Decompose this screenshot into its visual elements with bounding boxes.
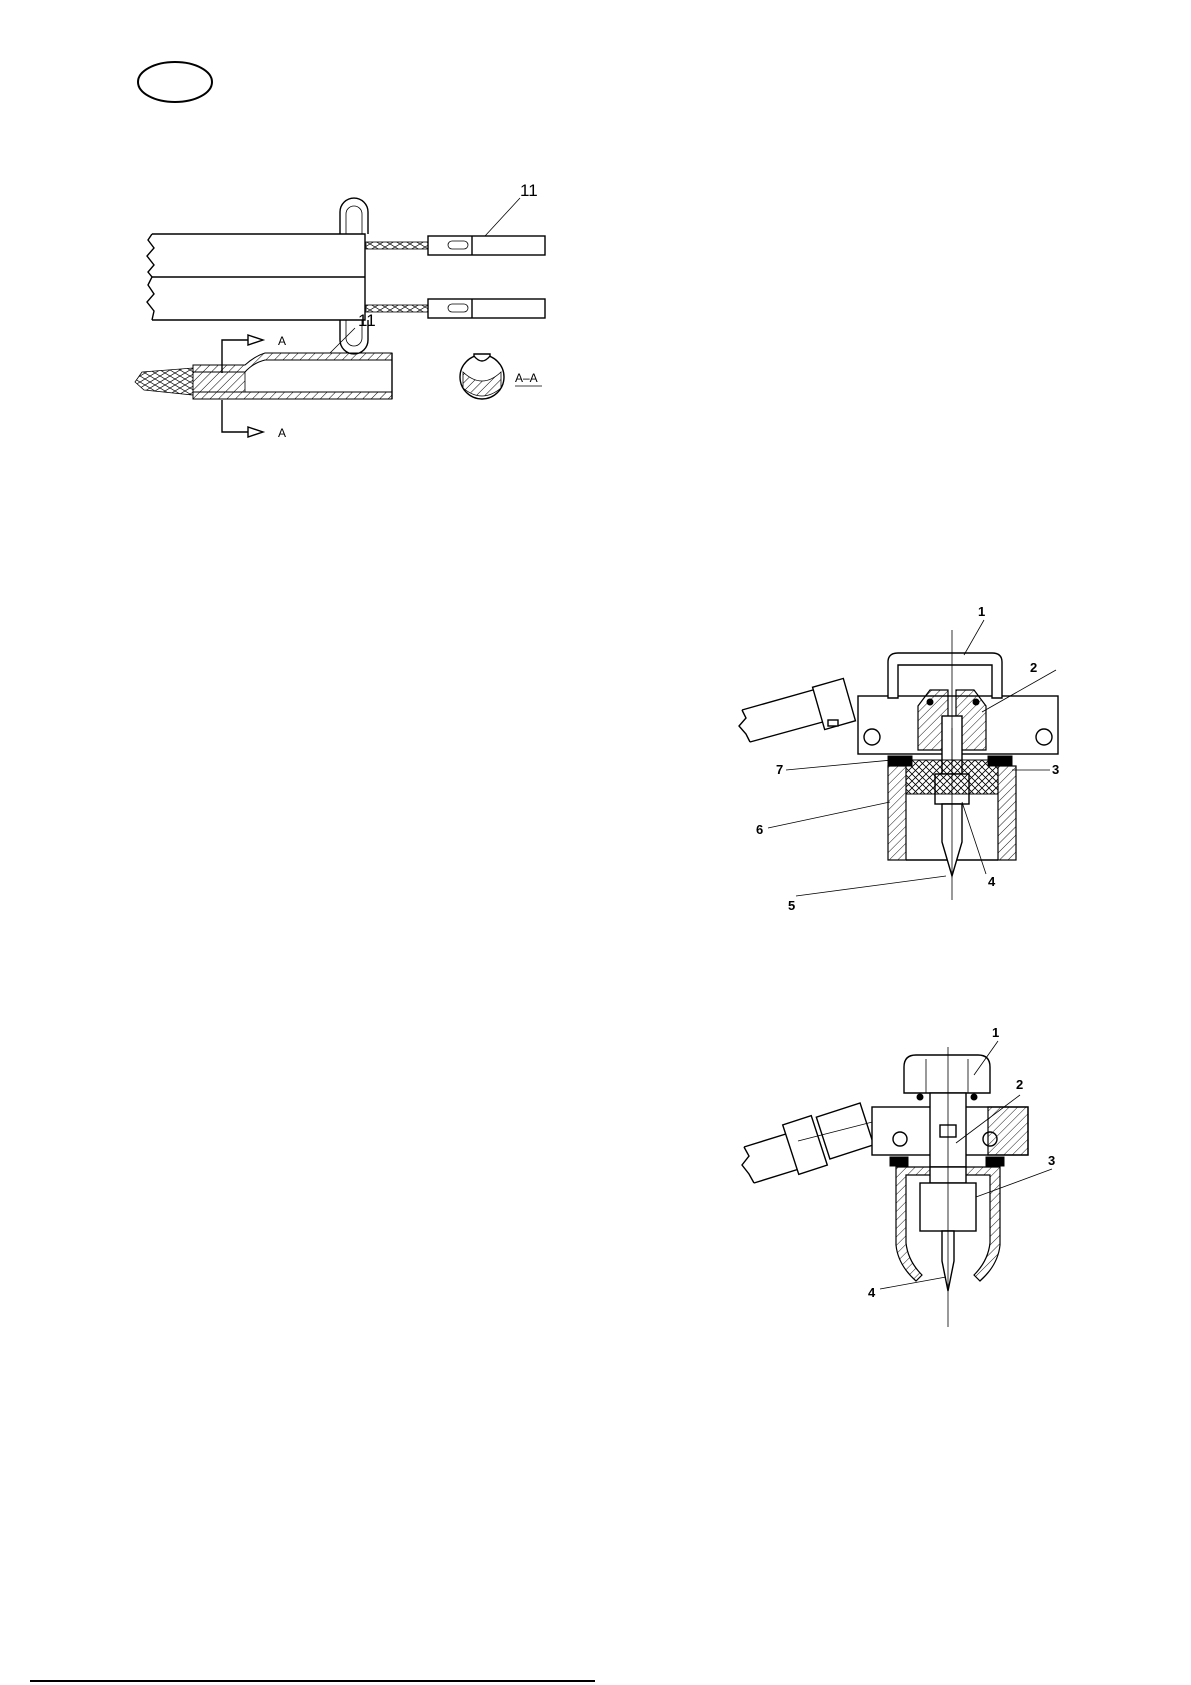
braided-lead-upper <box>366 242 428 249</box>
section-mark-bottom-label: A <box>278 426 286 440</box>
callout-4-b: 4 <box>868 1285 876 1300</box>
page-badge <box>135 60 215 105</box>
callout-11-upper-label: 11 <box>520 181 538 200</box>
callout-6: 6 <box>756 822 763 837</box>
valve-assembly-figure-2: 1 2 3 4 <box>740 1045 1070 1395</box>
callout-11-lower: 11 <box>330 311 376 353</box>
mounting-loop-top <box>340 198 368 234</box>
supply-hose-2 <box>742 1103 892 1183</box>
footer-fragment <box>605 1676 865 1684</box>
callout-2: 2 <box>1030 660 1037 675</box>
cross-section-a-a: A–A <box>460 354 542 399</box>
section-label: A–A <box>515 371 538 385</box>
callout-11-lower-label: 11 <box>358 311 376 330</box>
section-mark-top-label: A <box>278 334 286 348</box>
seal-left-2 <box>890 1157 908 1166</box>
footer-rule <box>30 1680 595 1682</box>
seal-right-2 <box>986 1157 1004 1166</box>
callout-1: 1 <box>978 604 985 619</box>
callout-2-b: 2 <box>1016 1077 1023 1092</box>
terminal-lug-lower <box>428 299 545 318</box>
cable-terminal-figure: 11 11 A A A–A <box>130 190 610 470</box>
valve-assembly-figure-1: 1 2 3 4 5 6 7 <box>730 620 1060 970</box>
badge-oval <box>138 62 212 102</box>
terminal-lug-upper <box>428 236 545 255</box>
cable-body <box>147 234 365 320</box>
callout-11-upper: 11 <box>485 181 538 236</box>
section-mark-bottom: A <box>222 400 286 440</box>
callout-4: 4 <box>988 874 996 889</box>
supply-hose <box>739 678 855 742</box>
callout-1-b: 1 <box>992 1025 999 1040</box>
callout-3: 3 <box>1052 762 1059 777</box>
callout-5: 5 <box>788 898 795 913</box>
callout-3-b: 3 <box>1048 1153 1055 1168</box>
callout-7: 7 <box>776 762 783 777</box>
lug-section-view <box>135 353 392 399</box>
